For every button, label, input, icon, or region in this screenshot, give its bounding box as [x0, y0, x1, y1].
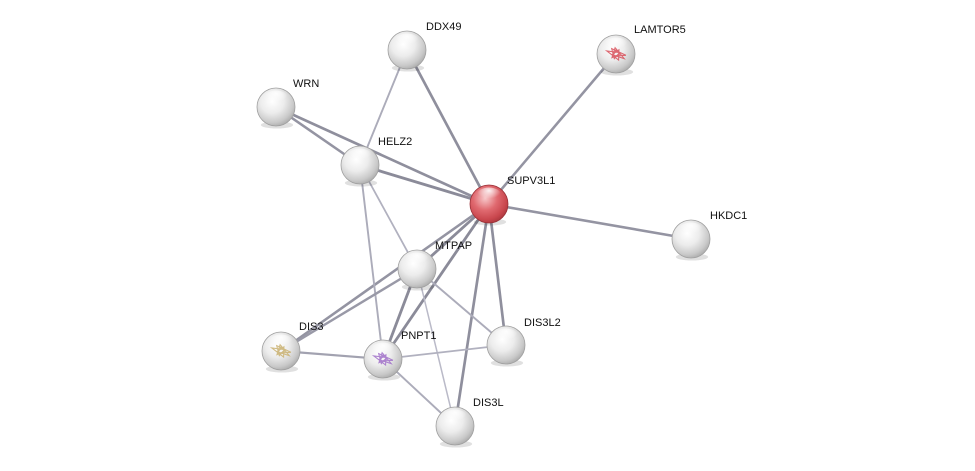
node-mtpap[interactable]: MTPAP — [397, 240, 472, 291]
node-helz2[interactable]: HELZ2 — [340, 136, 412, 187]
edge-supv3l1-pnpt1[interactable] — [381, 202, 491, 361]
node-highlight — [678, 222, 704, 239]
node-dis3l2[interactable]: DIS3L2 — [486, 317, 561, 367]
node-highlight — [476, 187, 502, 204]
node-pnpt1[interactable]: PNPT1 — [363, 330, 436, 381]
node-highlight — [404, 252, 430, 269]
node-highlight — [268, 334, 294, 351]
node-label-dis3l: DIS3L — [473, 397, 504, 409]
edge-helz2-mtpap[interactable] — [359, 164, 418, 270]
edge-layer — [274, 48, 693, 428]
edge-mtpap-dis3l[interactable] — [416, 268, 456, 427]
node-highlight — [263, 90, 289, 107]
node-hkdc1[interactable]: HKDC1 — [671, 210, 747, 261]
edge-helz2-pnpt1[interactable] — [359, 164, 384, 360]
node-label-wrn: WRN — [293, 78, 319, 90]
node-label-dis3l2: DIS3L2 — [524, 317, 561, 329]
node-ddx49[interactable]: DDX49 — [387, 21, 461, 72]
edge-supv3l1-dis3[interactable] — [279, 202, 491, 353]
node-label-pnpt1: PNPT1 — [401, 330, 436, 342]
node-lamtor5[interactable]: LAMTOR5 — [596, 24, 686, 76]
edge-mtpap-dis3l2[interactable] — [416, 268, 507, 346]
edge-supv3l1-helz2[interactable] — [358, 163, 491, 206]
edge-pnpt1-dis3l2[interactable] — [382, 344, 507, 360]
edge-supv3l1-lamtor5[interactable] — [487, 52, 618, 206]
edge-supv3l1-hkdc1[interactable] — [487, 202, 693, 241]
edge-supv3l1-wrn[interactable] — [274, 105, 491, 206]
edge-ddx49-helz2[interactable] — [359, 49, 408, 166]
node-label-lamtor5: LAMTOR5 — [634, 24, 686, 36]
node-highlight — [347, 148, 373, 165]
node-highlight — [442, 409, 468, 426]
node-highlight — [394, 33, 420, 50]
node-label-dis3: DIS3 — [299, 321, 323, 333]
node-highlight — [370, 342, 396, 359]
node-label-hkdc1: HKDC1 — [710, 210, 747, 222]
node-wrn[interactable]: WRN — [256, 78, 319, 129]
node-label-helz2: HELZ2 — [378, 136, 412, 148]
edge-supv3l1-ddx49[interactable] — [405, 48, 491, 206]
node-label-supv3l1: SUPV3L1 — [507, 175, 555, 187]
node-supv3l1[interactable]: SUPV3L1 — [469, 175, 555, 226]
node-dis3l[interactable]: DIS3L — [435, 397, 504, 448]
node-highlight — [603, 37, 629, 54]
node-label-mtpap: MTPAP — [435, 240, 472, 252]
node-highlight — [493, 328, 519, 345]
node-label-ddx49: DDX49 — [426, 21, 461, 33]
edge-mtpap-dis3[interactable] — [279, 267, 419, 353]
edge-supv3l1-dis3l2[interactable] — [487, 202, 508, 347]
node-dis3[interactable]: DIS3 — [261, 321, 323, 373]
